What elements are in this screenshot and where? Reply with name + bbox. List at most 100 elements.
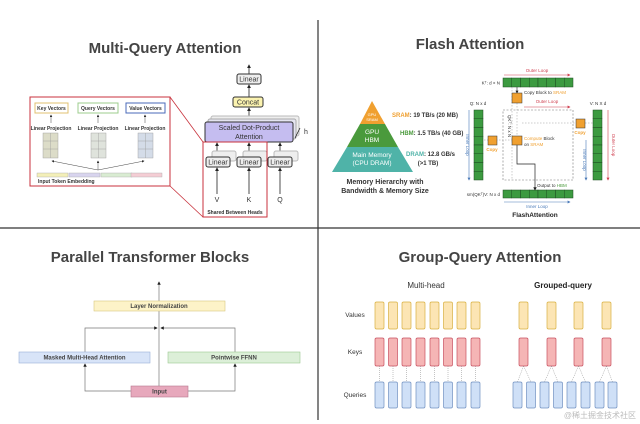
copy-block-to-sram-label: Copy Block to SRAM xyxy=(524,90,566,95)
kt-block xyxy=(520,77,530,88)
linear-projection-label: Linear Projection xyxy=(31,126,72,132)
query-head xyxy=(526,381,536,409)
kt-block xyxy=(529,77,539,88)
linear-boxes xyxy=(205,150,299,168)
linear-projection-label: Linear Projection xyxy=(78,126,119,132)
linear-projection-label: Linear Projection xyxy=(125,126,166,132)
group-link xyxy=(544,365,552,383)
key-head xyxy=(401,337,412,367)
panel-title: Group-Query Attention xyxy=(399,249,562,266)
v-label: V: N X d xyxy=(590,101,607,106)
output-block xyxy=(502,189,512,199)
key-vectors-label: Key Vectors xyxy=(37,106,66,112)
kt-block xyxy=(537,77,547,88)
sdpa-label-line2: Attention xyxy=(235,134,263,141)
group-link xyxy=(551,365,559,383)
key-head xyxy=(388,337,398,367)
inner-loop-bottom-label: Inner Loop xyxy=(526,204,548,209)
keys-row-label: Keys xyxy=(348,349,363,356)
copy-block-v xyxy=(575,118,586,129)
query-head xyxy=(443,381,453,409)
compute-block xyxy=(511,135,523,146)
flash-blocks xyxy=(473,77,603,199)
group-link xyxy=(578,365,586,383)
q-block xyxy=(473,136,484,146)
queries-row-label: Queries xyxy=(344,392,368,399)
query-head xyxy=(512,381,523,409)
input-token-embedding-row xyxy=(36,172,163,178)
output-block xyxy=(537,189,547,199)
panel-parallel-transformer-blocks: Parallel Transformer Blocks Layer Normal… xyxy=(18,249,301,398)
output-block xyxy=(564,189,574,199)
output-block xyxy=(555,189,565,199)
watermark: @稀土掘金技术社区 xyxy=(564,410,636,420)
group-link xyxy=(606,365,613,383)
value-head xyxy=(388,301,398,330)
shared-between-heads-label: Shared Between Heads xyxy=(207,210,263,216)
memory-caption-line2: Bandwidth & Memory Size xyxy=(341,188,429,195)
group-link xyxy=(517,365,524,383)
input-box: Input xyxy=(152,390,167,396)
heads-h-label: h xyxy=(304,129,308,136)
panel-multi-query-attention: Multi-Query Attention Key Vectors Query … xyxy=(29,40,308,218)
dram-size: (>1 TB) xyxy=(418,161,439,167)
outer-loop-right-label: Outer Loop xyxy=(611,134,616,157)
q-block xyxy=(473,118,484,128)
q-input-label: Q xyxy=(277,197,283,204)
outer-loop-top-label: Outer Loop xyxy=(526,68,549,73)
input-token-embedding-label: Input Token Embedding xyxy=(38,179,95,185)
key-head xyxy=(601,337,612,367)
memory-caption-line1: Memory Hierarchy with xyxy=(346,179,423,186)
query-head xyxy=(415,381,426,409)
head-blocks xyxy=(374,301,618,409)
sdpa-label-line1: Scaled Dot-Product xyxy=(219,125,280,132)
shared-between-heads-box xyxy=(202,141,268,218)
kt-block xyxy=(555,77,565,88)
flashattention-caption: FlashAttention xyxy=(512,212,558,219)
query-head xyxy=(594,381,605,409)
query-head xyxy=(539,381,550,409)
v-block xyxy=(592,162,603,172)
dram-bandwidth: DRAM: 12.8 GB/s xyxy=(406,152,456,158)
projection-matrices xyxy=(42,132,154,159)
query-head xyxy=(607,381,618,409)
q-block xyxy=(473,153,484,163)
linear-output-box: Linear xyxy=(239,77,259,84)
copy-block-q xyxy=(487,135,498,146)
query-head xyxy=(580,381,591,409)
copy-block-kt xyxy=(511,92,523,104)
key-head xyxy=(470,337,481,367)
value-head xyxy=(601,301,612,330)
v-block xyxy=(592,144,603,154)
grouped-query-label: Grouped-query xyxy=(534,281,592,290)
query-head xyxy=(456,381,467,409)
v-block xyxy=(592,118,603,128)
group-link xyxy=(523,365,532,383)
linear-q-box: Linear xyxy=(270,160,290,167)
v-block xyxy=(592,153,603,163)
memory-pyramid xyxy=(332,101,413,172)
values-row-label: Values xyxy=(345,312,365,319)
key-head xyxy=(546,337,557,367)
masked-mha-box: Masked Multi-Head Attention xyxy=(43,356,125,362)
key-head xyxy=(456,337,467,367)
value-head xyxy=(415,301,426,330)
query-head xyxy=(553,381,563,409)
linear-k-box: Linear xyxy=(239,160,259,167)
pyramid-main-memory: Main Memory(CPU DRAM) xyxy=(352,152,392,167)
v-block xyxy=(592,127,603,137)
kt-block xyxy=(511,77,521,88)
value-head xyxy=(429,301,440,330)
output-block xyxy=(529,189,539,199)
value-head xyxy=(456,301,467,330)
inner-loop-right-label: Inner Loop xyxy=(582,149,587,171)
inner-loop-left-label: Inner Loop xyxy=(465,134,470,156)
output-block xyxy=(511,189,521,199)
concat-box: Concat xyxy=(237,100,259,107)
key-head xyxy=(429,337,440,367)
query-vectors-label: Query Vectors xyxy=(81,106,115,112)
output-block xyxy=(546,189,556,199)
